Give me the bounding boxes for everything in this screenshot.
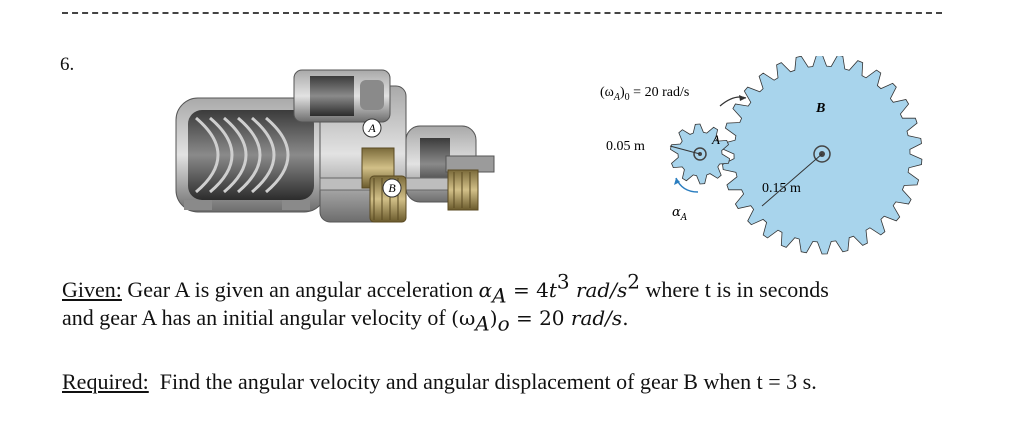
alpha-symbol: α xyxy=(478,278,493,302)
gear-diagram: (ωA)0 = 20 rad/s 0.05 m 0.15 m A B αA xyxy=(600,56,923,255)
given-paragraph: Given: Gear A is given an angular accele… xyxy=(62,272,829,336)
alpha-arrowhead xyxy=(674,178,680,185)
omega-arrowhead xyxy=(739,95,746,101)
period: . xyxy=(622,306,629,330)
time-variable: t xyxy=(548,278,557,302)
gear-a-label: A xyxy=(711,132,720,147)
gear-b-radius-line xyxy=(761,153,823,207)
exponent-3: 3 xyxy=(556,269,570,294)
gear-b-radius-label: 0.15 m xyxy=(762,181,801,196)
gear-b-callout xyxy=(382,178,402,198)
eq-part-1: = 4 xyxy=(506,278,549,302)
alpha-label: αA xyxy=(672,205,688,223)
gear-a-hub xyxy=(693,147,707,161)
gear-a-callout-label: A xyxy=(367,121,376,135)
unit-rad-per-s: rad/s xyxy=(570,306,623,330)
unit-per-s: /s xyxy=(610,278,628,302)
omega-initial-label: (ωA)0 = 20 rad/s xyxy=(600,85,689,103)
required-heading: Required: xyxy=(62,369,149,394)
starter-motor-illustration: A B xyxy=(175,69,495,223)
exponent-2: 2 xyxy=(627,269,640,294)
given-line-1: Given: Gear A is given an angular accele… xyxy=(62,272,829,308)
gear-b-hub xyxy=(813,145,831,163)
omega-open: (ω xyxy=(451,306,476,330)
given-line-2: and gear A has an initial angular veloci… xyxy=(62,304,829,336)
given-text-3: and gear A has an initial angular veloci… xyxy=(62,305,452,330)
omega-subscript-2: o xyxy=(497,311,510,336)
given-text-2: where t is in seconds xyxy=(640,277,829,302)
eq-part-2: = 20 xyxy=(509,306,571,330)
gear-b-label: B xyxy=(815,101,825,116)
problem-number: 6. xyxy=(60,54,75,75)
required-text: Find the angular velocity and angular di… xyxy=(148,369,817,394)
omega-subscript: A xyxy=(475,311,490,336)
gear-a-callout xyxy=(362,118,382,138)
dashed-separator xyxy=(62,12,942,14)
unit-rad: rad xyxy=(569,278,611,302)
gear-a-radius-label: 0.05 m xyxy=(606,139,645,154)
required-paragraph: Required: Find the angular velocity and … xyxy=(62,368,817,396)
omega-close: ) xyxy=(489,306,498,330)
gear-a-radius-line xyxy=(669,145,701,155)
alpha-subscript: A xyxy=(492,283,507,308)
gear-b-callout-label: B xyxy=(388,181,396,195)
given-heading: Given: xyxy=(62,277,122,302)
given-text-1: Gear A is given an angular acceleration xyxy=(121,277,479,302)
